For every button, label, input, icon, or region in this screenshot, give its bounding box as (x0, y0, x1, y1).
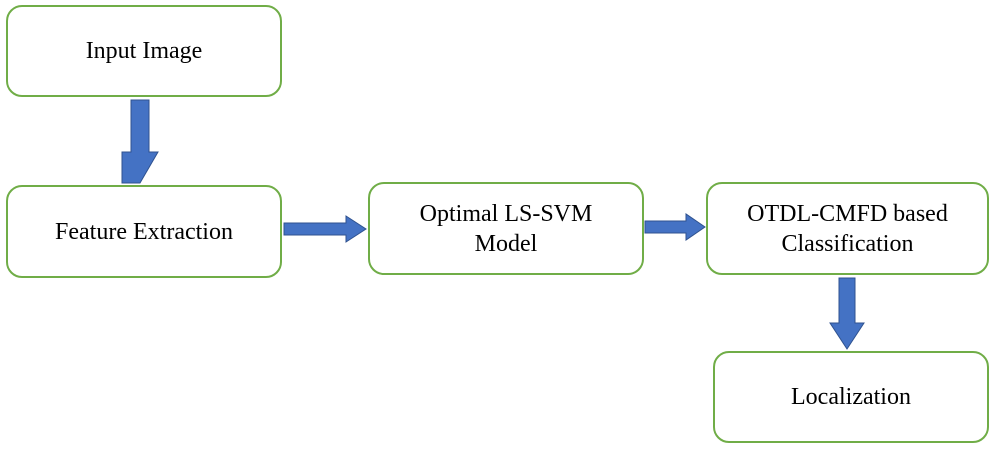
node-svm-label-line1: Optimal LS-SVM (419, 200, 593, 227)
node-otdl-label-line1: OTDL-CMFD based (747, 200, 948, 227)
node-feature-extraction: Feature Extraction (6, 185, 282, 278)
arrow-otdl-to-localization (829, 277, 865, 350)
node-input-image: Input Image (6, 5, 282, 97)
node-localization-label: Localization (791, 384, 911, 410)
node-otdl-label-line2: Classification (781, 230, 914, 257)
node-feature-extraction-label: Feature Extraction (55, 218, 233, 245)
arrow-svm-to-otdl (644, 213, 706, 241)
arrow-feature-to-svm (283, 215, 367, 243)
node-localization: Localization (713, 351, 989, 443)
node-otdl-cmfd-classification: OTDL-CMFD based Classification (706, 182, 989, 275)
node-input-image-label: Input Image (85, 38, 203, 64)
arrow-input-to-feature (121, 99, 159, 184)
node-optimal-ls-svm-model: Optimal LS-SVM Model (368, 182, 644, 275)
node-svm-label-line2: Model (474, 230, 538, 257)
